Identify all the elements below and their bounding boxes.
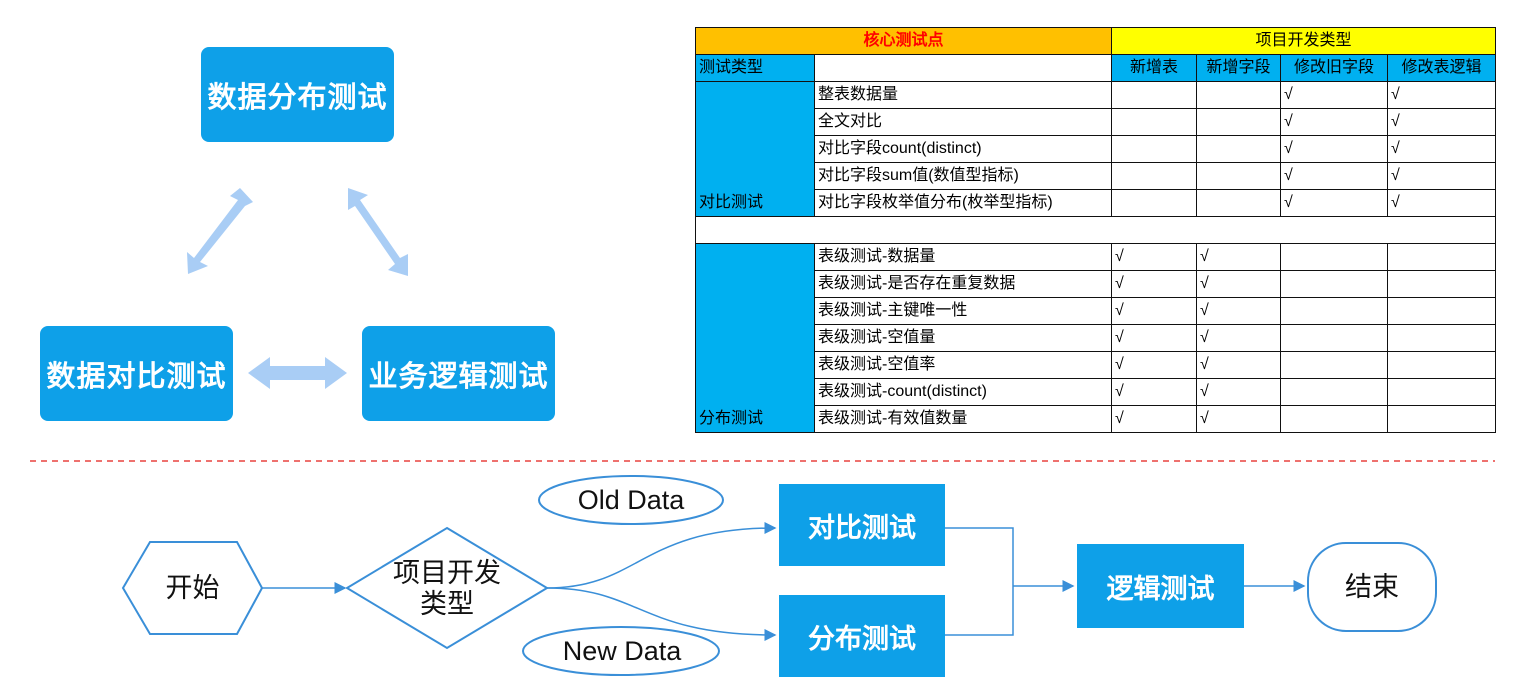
table-gap-row	[695, 216, 1496, 244]
logic-test-step: 逻辑测试	[1077, 544, 1244, 628]
distribution-test-box: 数据分布测试	[201, 47, 394, 142]
new-data-label: New Data	[562, 636, 682, 666]
col-test-type: 测试类型	[695, 54, 815, 82]
decision-diamond	[345, 526, 549, 650]
old-data-ellipse	[538, 475, 724, 525]
merge-bracket	[945, 527, 1014, 636]
table-row-item: 全文对比	[814, 108, 1112, 136]
end-label: 结束	[1345, 572, 1399, 602]
double-arrow-top-right	[348, 188, 408, 276]
col-modify-table-logic: 修改表逻辑	[1387, 54, 1496, 82]
double-arrow-top-left	[187, 188, 253, 274]
new-data-ellipse	[522, 626, 720, 676]
business-logic-test-box: 业务逻辑测试	[362, 326, 555, 421]
decision-label: 项目开发类型	[393, 558, 501, 619]
double-arrow-horizontal	[248, 357, 347, 389]
table-row-item: 表级测试-有效值数量	[814, 405, 1112, 433]
test-matrix-table: 核心测试点 项目开发类型 测试类型 新增表 新增字段 修改旧字段 修改表逻辑 对…	[695, 27, 1496, 433]
table-row-item: 表级测试-数据量	[814, 243, 1112, 271]
col-modify-old-field: 修改旧字段	[1280, 54, 1388, 82]
table-row-item: 表级测试-主键唯一性	[814, 297, 1112, 325]
start-hexagon	[121, 541, 264, 635]
table-row-item: 对比字段枚举值分布(枚举型指标)	[814, 189, 1112, 217]
header-core-test-points: 核心测试点	[695, 27, 1112, 55]
arrow-to-compare	[546, 522, 777, 589]
col-new-field: 新增字段	[1196, 54, 1281, 82]
table-row-item: 表级测试-空值量	[814, 324, 1112, 352]
table-row-item: 对比字段count(distinct)	[814, 135, 1112, 163]
distribution-test-step: 分布测试	[779, 595, 945, 677]
start-label: 开始	[165, 573, 220, 603]
table-row-item: 表级测试-空值率	[814, 351, 1112, 379]
table-row-item: 表级测试-count(distinct)	[814, 378, 1112, 406]
group-distribution-label: 分布测试	[695, 243, 815, 433]
table-row-item: 整表数据量	[814, 81, 1112, 109]
header-project-type: 项目开发类型	[1111, 27, 1496, 55]
end-terminator	[1307, 542, 1437, 632]
old-data-label: Old Data	[577, 485, 685, 515]
compare-test-step: 对比测试	[779, 484, 945, 566]
table-row-item: 表级测试-是否存在重复数据	[814, 270, 1112, 298]
arrow-to-distribution	[546, 587, 777, 641]
compare-test-box: 数据对比测试	[40, 326, 233, 421]
table-row-item: 对比字段sum值(数值型指标)	[814, 162, 1112, 190]
col-new-table: 新增表	[1111, 54, 1197, 82]
group-compare-label: 对比测试	[695, 81, 815, 217]
